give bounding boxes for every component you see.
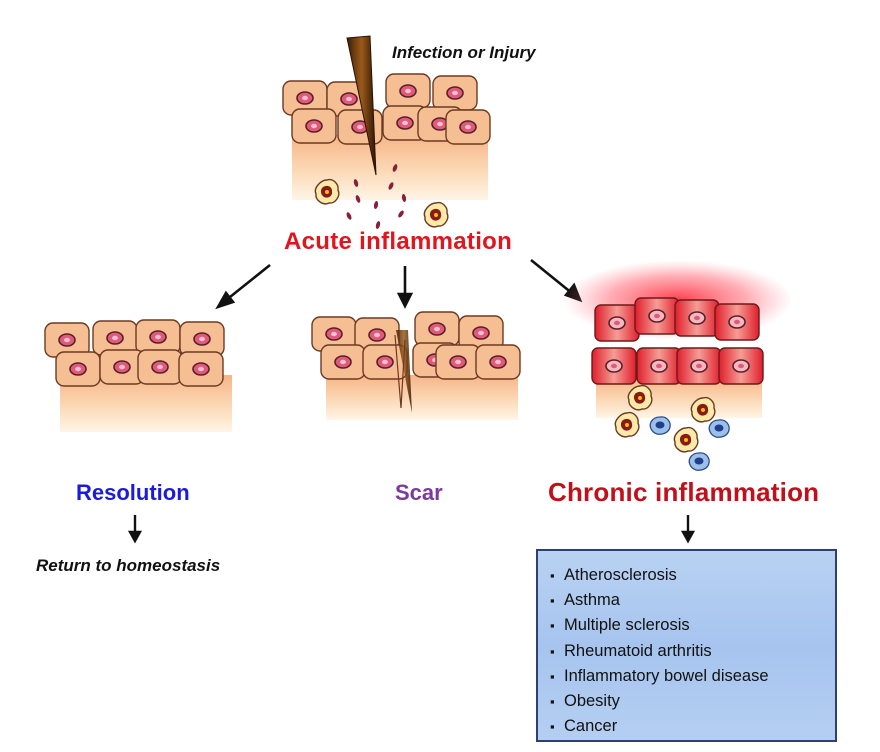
resolution-label: Resolution xyxy=(76,480,190,505)
arrows xyxy=(215,258,583,310)
arrow-right-down-icon xyxy=(530,258,574,296)
bullet-icon: ▪ xyxy=(550,719,555,735)
scar-label: Scar xyxy=(395,480,443,505)
bullet-icon: ▪ xyxy=(550,618,555,634)
list-item: ▪Rheumatoid arthritis xyxy=(550,639,835,664)
injured-tissue xyxy=(282,35,491,229)
list-item: ▪Atherosclerosis xyxy=(550,563,835,588)
list-item: ▪Obesity xyxy=(550,689,835,714)
homeostasis-label: Return to homeostasis xyxy=(36,556,221,575)
macrophage-icon xyxy=(627,384,653,411)
list-item: ▪Multiple sclerosis xyxy=(550,613,835,638)
list-item: ▪Asthma xyxy=(550,588,835,613)
bullet-icon: ▪ xyxy=(550,593,555,609)
disease-list: ▪Atherosclerosis ▪Asthma ▪Multiple scler… xyxy=(550,563,835,739)
chronic-inflammation-label: Chronic inflammation xyxy=(548,477,820,507)
macrophage-icon xyxy=(690,396,716,423)
disease-list-box: ▪Atherosclerosis ▪Asthma ▪Multiple scler… xyxy=(536,549,837,742)
macrophage-icon xyxy=(423,201,449,228)
lymphocyte-icon xyxy=(688,452,710,471)
bullet-icon: ▪ xyxy=(550,668,555,684)
bullet-icon: ▪ xyxy=(550,694,555,710)
acute-inflammation-label: Acute inflammation xyxy=(284,228,513,255)
bullet-icon: ▪ xyxy=(550,568,555,583)
resolved-tissue xyxy=(44,319,232,432)
lymphocyte-icon xyxy=(649,416,671,435)
scar-tissue xyxy=(311,311,521,420)
bullet-icon: ▪ xyxy=(550,643,555,659)
arrow-left-down-icon xyxy=(224,263,271,303)
macrophage-icon xyxy=(673,426,699,453)
lymphocyte-icon xyxy=(708,419,730,438)
list-item: ▪Inflammatory bowel disease xyxy=(550,664,835,689)
infection-label: Infection or Injury xyxy=(392,43,536,62)
needle-icon xyxy=(346,35,377,176)
macrophage-icon xyxy=(614,411,640,438)
chronic-tissue xyxy=(563,260,793,471)
macrophage-icon xyxy=(314,178,340,205)
list-item: ▪Cancer xyxy=(550,714,835,739)
